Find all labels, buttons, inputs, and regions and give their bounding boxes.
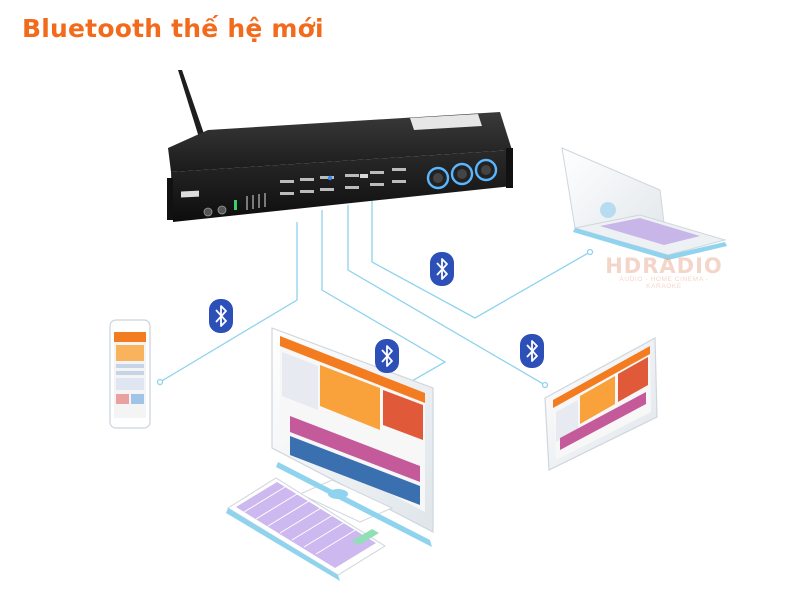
base-glow xyxy=(328,489,348,499)
keyboard-key-rows xyxy=(243,486,358,555)
laptop-device xyxy=(561,147,727,260)
phone-screen-header xyxy=(114,332,146,342)
keyboard-device xyxy=(226,477,386,581)
tablet-screen-header xyxy=(553,346,650,408)
device-front-panel xyxy=(171,150,512,222)
input-jack xyxy=(217,205,227,215)
status-led xyxy=(234,200,237,210)
link-to-phone xyxy=(159,222,298,383)
knob-icon xyxy=(426,158,498,190)
bluetooth-badges xyxy=(209,252,544,373)
monitor-screen-header xyxy=(280,336,425,403)
bluetooth-icon xyxy=(430,252,454,286)
keyboard-numpad-accent xyxy=(352,529,379,545)
link-to-tablet xyxy=(347,205,546,386)
control-buttons xyxy=(280,168,406,195)
link-endpoint xyxy=(541,381,549,389)
keyboard-glow xyxy=(226,508,340,581)
bluetooth-processor-device xyxy=(167,70,513,222)
watermark-logo: HDRADIO AUDIO - HOME CINEMA - KARAOKE xyxy=(604,254,724,290)
input-jack xyxy=(203,207,213,217)
device-label-sticker xyxy=(410,114,482,130)
link-endpoint xyxy=(156,378,164,386)
rack-ear-right xyxy=(506,148,513,188)
device-logo xyxy=(181,190,199,198)
link-to-monitor xyxy=(321,210,447,386)
laptop-keyboard xyxy=(600,218,700,245)
rack-ear-left xyxy=(167,178,173,220)
bluetooth-icon xyxy=(375,339,399,373)
phone-device xyxy=(109,319,151,429)
page-title: Bluetooth thế hệ mới xyxy=(22,14,324,43)
usb-port xyxy=(360,174,368,178)
bluetooth-icon xyxy=(520,334,544,368)
monitor-glow xyxy=(276,462,432,547)
watermark-sub: AUDIO - HOME CINEMA - KARAOKE xyxy=(619,276,709,290)
laptop-logo xyxy=(600,202,616,218)
laptop-glow xyxy=(573,228,727,260)
bluetooth-icon xyxy=(209,299,233,333)
keyboard-keys xyxy=(236,482,376,568)
tablet-device xyxy=(544,337,658,471)
level-meters xyxy=(246,193,266,210)
link-to-laptop xyxy=(371,200,591,319)
desktop-monitor xyxy=(271,327,434,547)
watermark-main: HDRADIO xyxy=(605,254,723,278)
link-endpoint xyxy=(586,248,594,256)
blue-indicator xyxy=(327,175,333,181)
